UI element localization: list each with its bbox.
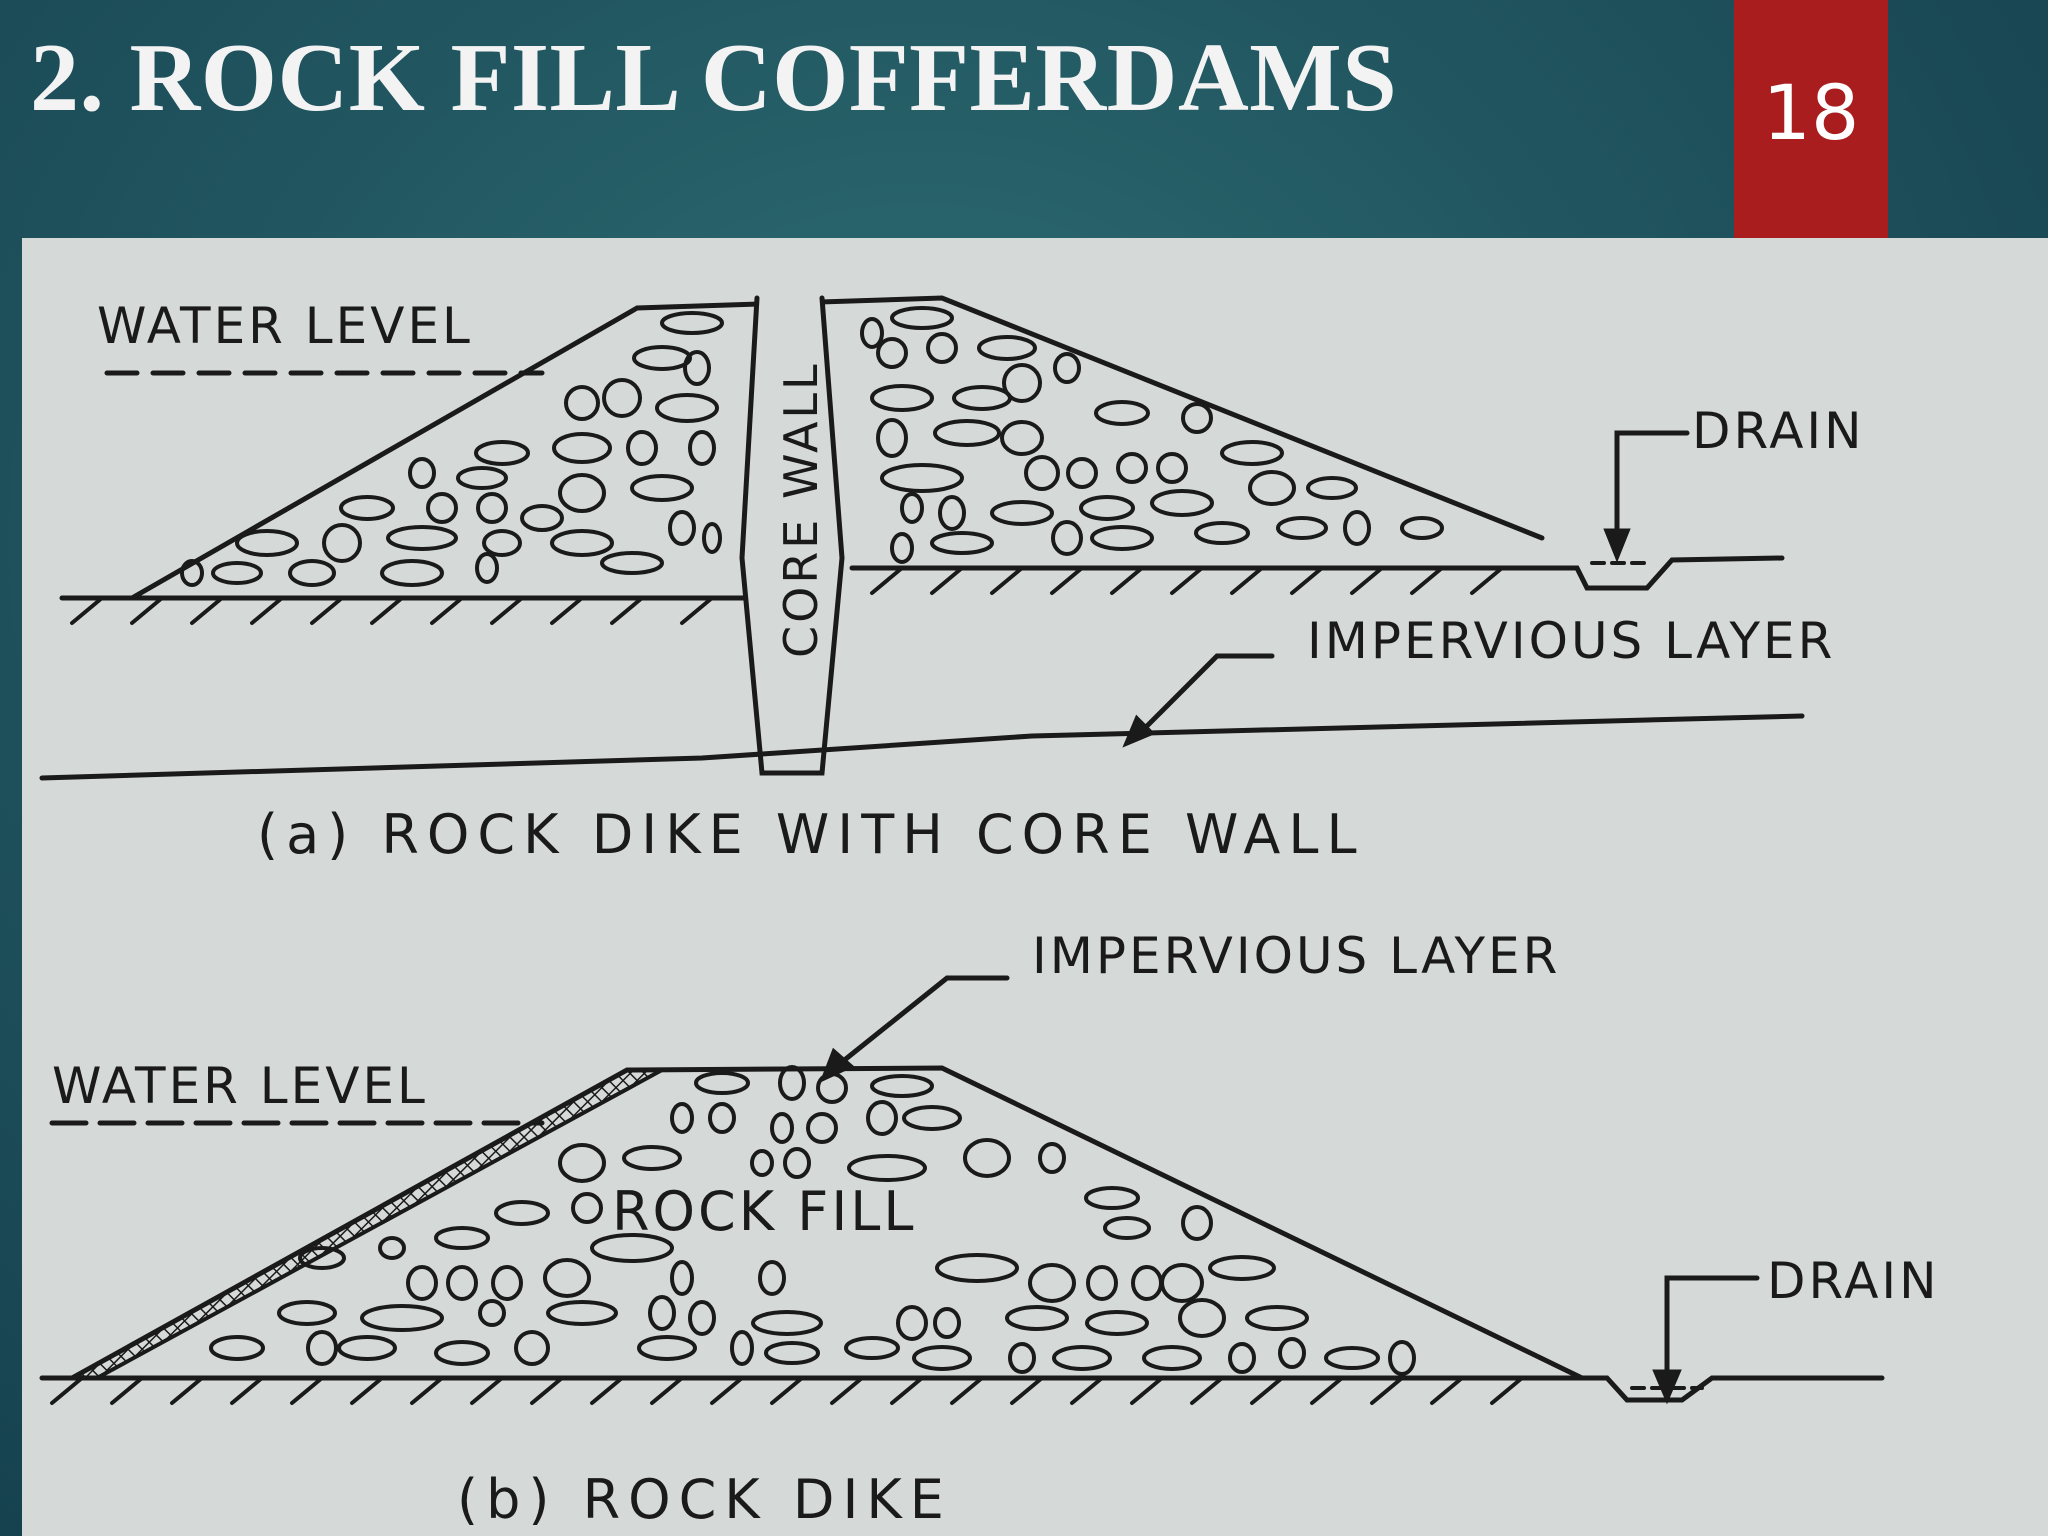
drain-label-b: DRAIN [1767,1252,1940,1310]
water-level-label-b: WATER LEVEL [52,1057,428,1115]
drain-arrow-a [1603,528,1631,563]
diagram-a: WATER LEVEL CORE WALL [39,295,1865,866]
core-wall-label: CORE WALL [774,361,828,658]
page-number: 18 [1762,68,1860,157]
ground-line-a-right [849,555,1785,591]
impervious-facing-b [64,1068,663,1380]
diagram-photo: WATER LEVEL CORE WALL [22,238,2048,1536]
cofferdam-diagrams: WATER LEVEL CORE WALL [39,295,1940,1531]
caption-b: (b) ROCK DIKE [457,1468,952,1531]
impervious-arrow-b [819,1047,855,1083]
impervious-layer-a [39,713,1805,781]
rock-fill-a-right [860,306,1444,564]
ground-line-b [39,1375,1885,1403]
rock-fill-a-left [180,311,724,587]
rock-fill-label: ROCK FILL [612,1180,916,1243]
impervious-arrow-a [1122,714,1156,748]
impervious-leader-a [1134,653,1275,739]
diagram-b: IMPERVIOUS LAYER WATER LEVEL [39,927,1940,1531]
water-level-label-a: WATER LEVEL [97,297,473,355]
caption-a: (a) ROCK DIKE WITH CORE WALL [257,803,1365,866]
impervious-label-b: IMPERVIOUS LAYER [1032,927,1560,985]
impervious-leader-b [834,975,1010,1069]
drain-arrow-b [1652,1369,1682,1405]
drain-leader-b [1664,1275,1760,1391]
drain-label-a: DRAIN [1692,402,1865,460]
rock-fill-b [209,1065,1416,1376]
impervious-label-a: IMPERVIOUS LAYER [1307,612,1835,670]
drain-leader-a [1614,430,1690,551]
core-wall-a [739,295,845,776]
ground-hatch-b [50,1376,1524,1405]
ground-hatch-a [70,566,1504,625]
page-number-badge: 18 [1734,0,1888,238]
slide-title: 2. ROCK FILL COFFERDAMS [30,24,1398,132]
